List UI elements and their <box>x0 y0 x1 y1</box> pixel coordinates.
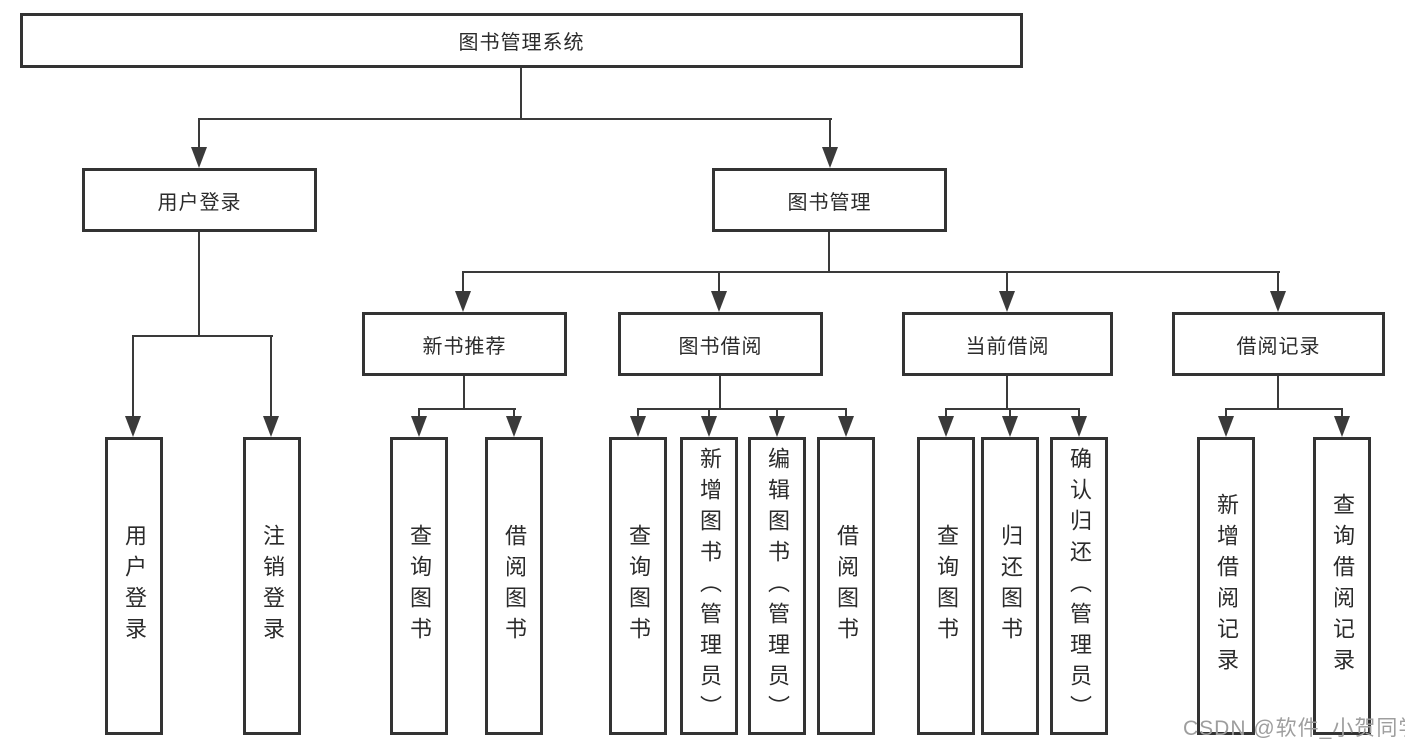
leaf-return-book: 归还图书 <box>981 437 1039 735</box>
connector-to-leaf <box>270 335 272 420</box>
connector-current-stem <box>1006 376 1008 410</box>
connector-user-login-stem <box>198 232 200 337</box>
connector-to-leaf <box>845 408 847 420</box>
leaf-query-books-borrow: 查询图书 <box>609 437 667 735</box>
connector-root-bar <box>198 118 832 120</box>
node-label: 用户登录 <box>157 191 242 214</box>
arrow-down-icon <box>822 147 838 168</box>
connector-to-node <box>718 271 720 295</box>
leaf-logout: 注销登录 <box>243 437 301 735</box>
connector-to-leaf <box>637 408 639 420</box>
node-current-borrow: 当前借阅 <box>902 312 1113 376</box>
arrow-down-icon <box>125 416 141 437</box>
node-new-book-recommend: 新书推荐 <box>362 312 567 376</box>
node-label: 确认归还（管理员） <box>1067 446 1092 726</box>
connector-current-bar <box>945 408 1080 410</box>
node-label: 当前借阅 <box>965 335 1050 358</box>
arrow-down-icon <box>1334 416 1350 437</box>
node-label: 图书管理系统 <box>458 32 585 54</box>
connector-records-bar <box>1225 408 1343 410</box>
connector-borrow-bar <box>637 408 847 410</box>
connector-recommend-bar <box>418 408 516 410</box>
connector-user-login-bar <box>132 335 273 337</box>
node-book-borrow: 图书借阅 <box>618 312 823 376</box>
node-label: 借阅图书 <box>502 524 527 648</box>
node-borrow-records: 借阅记录 <box>1172 312 1385 376</box>
connector-to-leaf <box>1225 408 1227 420</box>
node-label: 新增图书（管理员） <box>697 446 722 726</box>
node-label: 新增借阅记录 <box>1214 493 1239 679</box>
arrow-down-icon <box>838 416 854 437</box>
arrow-down-icon <box>411 416 427 437</box>
connector-to-leaf <box>132 335 134 420</box>
connector-to-leaf <box>1341 408 1343 420</box>
arrow-down-icon <box>191 147 207 168</box>
connector-to-node <box>462 271 464 295</box>
connector-to-user-login <box>198 118 200 152</box>
leaf-user-login: 用户登录 <box>105 437 163 735</box>
node-label: 查询图书 <box>407 524 432 648</box>
arrow-down-icon <box>1270 291 1286 312</box>
node-label: 查询借阅记录 <box>1330 493 1355 679</box>
connector-borrow-stem <box>719 376 721 410</box>
leaf-query-borrow-record: 查询借阅记录 <box>1313 437 1371 735</box>
arrow-down-icon <box>1071 416 1087 437</box>
connector-to-leaf <box>708 408 710 420</box>
node-label: 新书推荐 <box>422 335 507 358</box>
arrow-down-icon <box>1002 416 1018 437</box>
arrow-down-icon <box>263 416 279 437</box>
arrow-down-icon <box>999 291 1015 312</box>
node-user-login: 用户登录 <box>82 168 317 232</box>
leaf-query-books-current: 查询图书 <box>917 437 975 735</box>
leaf-borrow-books-borrow: 借阅图书 <box>817 437 875 735</box>
leaf-edit-book-admin: 编辑图书（管理员） <box>748 437 806 735</box>
watermark: CSDN @软件_小贺同学 <box>1183 717 1405 740</box>
arrow-down-icon <box>938 416 954 437</box>
arrow-down-icon <box>701 416 717 437</box>
connector-root-stem <box>520 68 522 119</box>
arrow-down-icon <box>630 416 646 437</box>
connector-to-leaf <box>1009 408 1011 420</box>
connector-to-leaf <box>1078 408 1080 420</box>
connector-records-stem <box>1277 376 1279 410</box>
connector-to-node <box>1277 271 1279 295</box>
connector-book-mgmt-bar <box>462 271 1280 273</box>
arrow-down-icon <box>455 291 471 312</box>
node-label: 用户登录 <box>122 524 147 648</box>
arrow-down-icon <box>506 416 522 437</box>
node-library-system: 图书管理系统 <box>20 13 1023 68</box>
connector-to-node <box>1006 271 1008 295</box>
leaf-query-books-recommend: 查询图书 <box>390 437 448 735</box>
node-label: 编辑图书（管理员） <box>765 446 790 726</box>
connector-to-leaf <box>945 408 947 420</box>
node-label: 查询图书 <box>934 524 959 648</box>
arrow-down-icon <box>711 291 727 312</box>
node-label: 归还图书 <box>998 524 1023 648</box>
leaf-add-book-admin: 新增图书（管理员） <box>680 437 738 735</box>
node-book-management: 图书管理 <box>712 168 947 232</box>
node-label: 借阅记录 <box>1236 335 1321 358</box>
node-label: 查询图书 <box>626 524 651 648</box>
node-label: 注销登录 <box>260 524 285 648</box>
node-label: 图书管理 <box>787 191 872 214</box>
leaf-borrow-books-recommend: 借阅图书 <box>485 437 543 735</box>
connector-to-book-management <box>829 118 831 152</box>
connector-to-leaf <box>418 408 420 420</box>
connector-recommend-stem <box>463 376 465 410</box>
connector-to-leaf <box>513 408 515 420</box>
leaf-add-borrow-record: 新增借阅记录 <box>1197 437 1255 735</box>
leaf-confirm-return-admin: 确认归还（管理员） <box>1050 437 1108 735</box>
connector-book-mgmt-stem <box>828 232 830 273</box>
arrow-down-icon <box>1218 416 1234 437</box>
arrow-down-icon <box>769 416 785 437</box>
connector-to-leaf <box>776 408 778 420</box>
node-label: 图书借阅 <box>678 335 763 358</box>
node-label: 借阅图书 <box>834 524 859 648</box>
